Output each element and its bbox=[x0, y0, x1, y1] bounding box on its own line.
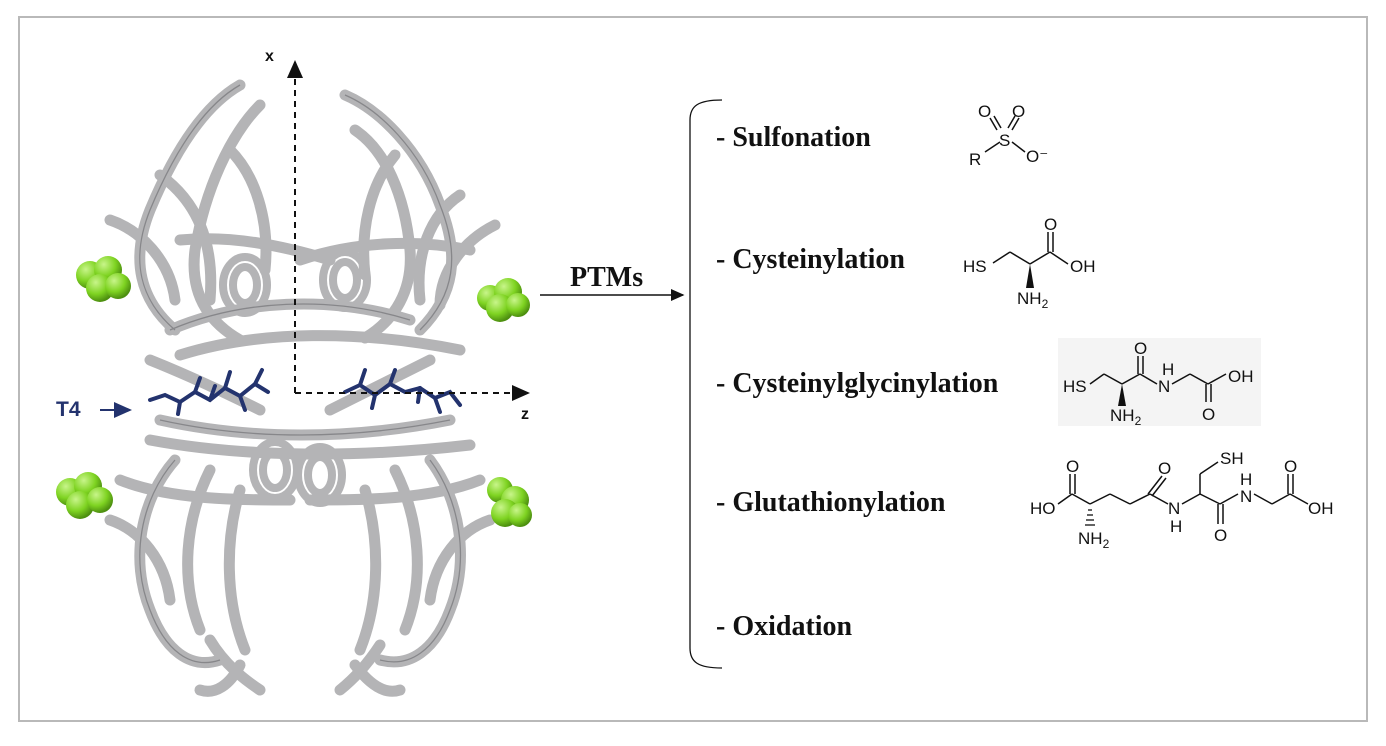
z-axis-label: z bbox=[521, 406, 529, 423]
bracket bbox=[689, 99, 723, 669]
ptm-item-sulfonation: - Sulfonation bbox=[716, 122, 871, 153]
chem-label: O bbox=[1158, 459, 1171, 478]
figure-frame bbox=[18, 16, 1368, 722]
ptms-label: PTMs bbox=[570, 262, 644, 293]
chem-label: OH bbox=[1308, 499, 1334, 518]
chem-label: O bbox=[1044, 215, 1057, 234]
ptm-item-glutathionylation: - Glutathionylation bbox=[716, 487, 946, 518]
structure-cysteinylglycine: HS O N H OH O NH2 bbox=[1063, 339, 1254, 428]
chem-label: S bbox=[999, 131, 1010, 150]
structure-sulfonate: R S O O O⁻ bbox=[969, 102, 1048, 169]
residue-spheres bbox=[56, 256, 532, 527]
chem-label: NH2 bbox=[1017, 289, 1049, 311]
chem-label: HO bbox=[1030, 499, 1056, 518]
chem-label: O⁻ bbox=[1026, 147, 1048, 166]
chem-label: N bbox=[1168, 499, 1180, 518]
ligand-t4-left bbox=[148, 368, 270, 416]
chem-label: H bbox=[1162, 360, 1174, 379]
ribbon-outline bbox=[139, 84, 461, 664]
chem-label: O bbox=[1284, 457, 1297, 476]
sphere-cluster-bottom-left bbox=[56, 472, 113, 519]
chem-label: O bbox=[1202, 405, 1215, 424]
x-axis-label: x bbox=[265, 48, 274, 65]
chem-label: O bbox=[978, 102, 991, 121]
chem-label: O bbox=[1012, 102, 1025, 121]
axes bbox=[287, 60, 530, 401]
chem-label: H bbox=[1170, 517, 1182, 536]
sphere-cluster-bottom-right bbox=[487, 477, 532, 527]
chem-label: H bbox=[1240, 470, 1252, 489]
chem-label: N bbox=[1240, 487, 1252, 506]
ptm-item-cysteinylglycinylation: - Cysteinylglycinylation bbox=[716, 368, 999, 399]
structure-glutathione: HO O NH2 O N H SH H N O O OH bbox=[1030, 449, 1334, 551]
ptm-item-cysteinylation: - Cysteinylation bbox=[716, 244, 905, 275]
chem-label: HS bbox=[1063, 377, 1087, 396]
ligand-label: T4 bbox=[56, 398, 81, 421]
chem-label: O bbox=[1214, 526, 1227, 545]
chem-label: R bbox=[969, 150, 981, 169]
chem-label: O bbox=[1134, 339, 1147, 358]
structure-cysteine: HS O OH NH2 bbox=[963, 215, 1096, 311]
chem-label: SH bbox=[1220, 449, 1244, 468]
protein-ribbon bbox=[104, 79, 501, 697]
chem-label: O bbox=[1066, 457, 1079, 476]
chem-label: NH2 bbox=[1078, 529, 1110, 551]
chem-label: N bbox=[1158, 377, 1170, 396]
sphere-cluster-top-right bbox=[477, 278, 530, 322]
chem-label: NH2 bbox=[1110, 406, 1142, 428]
chem-label: OH bbox=[1070, 257, 1096, 276]
sphere-cluster-top-left bbox=[76, 256, 131, 302]
ptm-item-oxidation: - Oxidation bbox=[716, 611, 853, 642]
chem-label: HS bbox=[963, 257, 987, 276]
chem-label: OH bbox=[1228, 367, 1254, 386]
